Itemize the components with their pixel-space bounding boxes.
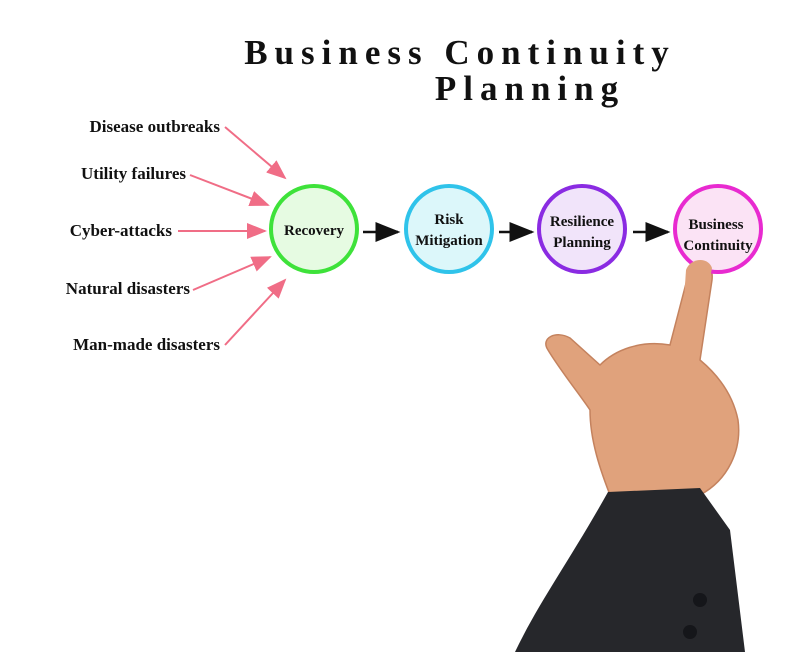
stage-flow: Recovery Risk Mitigation Resilience Plan… [269,184,763,274]
pointing-hand-image [515,261,745,652]
stage-risk-mitigation [404,184,494,274]
stage-label: Business [688,217,743,233]
stage-resilience-planning [537,184,627,274]
stage-business-continuity [673,184,763,274]
title-line-1: Business Continuity [244,33,676,72]
sleeve-button [693,593,707,607]
cause-arrows [178,126,287,346]
stage-label: Resilience [550,214,614,230]
stage-label: Risk [434,212,464,228]
cause-label: Natural disasters [66,279,191,298]
fingertip [684,259,712,300]
stage-label: Mitigation [415,233,483,249]
cause-arrow [189,174,270,207]
cause-list: Disease outbreaks Utility failures Cyber… [66,117,221,354]
stage-label: Recovery [284,223,344,239]
cause-label: Man-made disasters [73,335,220,354]
cause-label: Cyber-attacks [70,221,173,240]
stage-label: Continuity [683,238,753,254]
cause-label: Utility failures [81,164,186,183]
cause-arrow [224,126,287,180]
stage-recovery [269,184,359,274]
sleeve-button [683,625,697,639]
cause-arrow [192,256,272,291]
cause-arrow [224,278,287,346]
cause-label: Disease outbreaks [90,117,221,136]
stage-label: Planning [553,235,611,251]
title-line-2: Planning [435,69,625,108]
